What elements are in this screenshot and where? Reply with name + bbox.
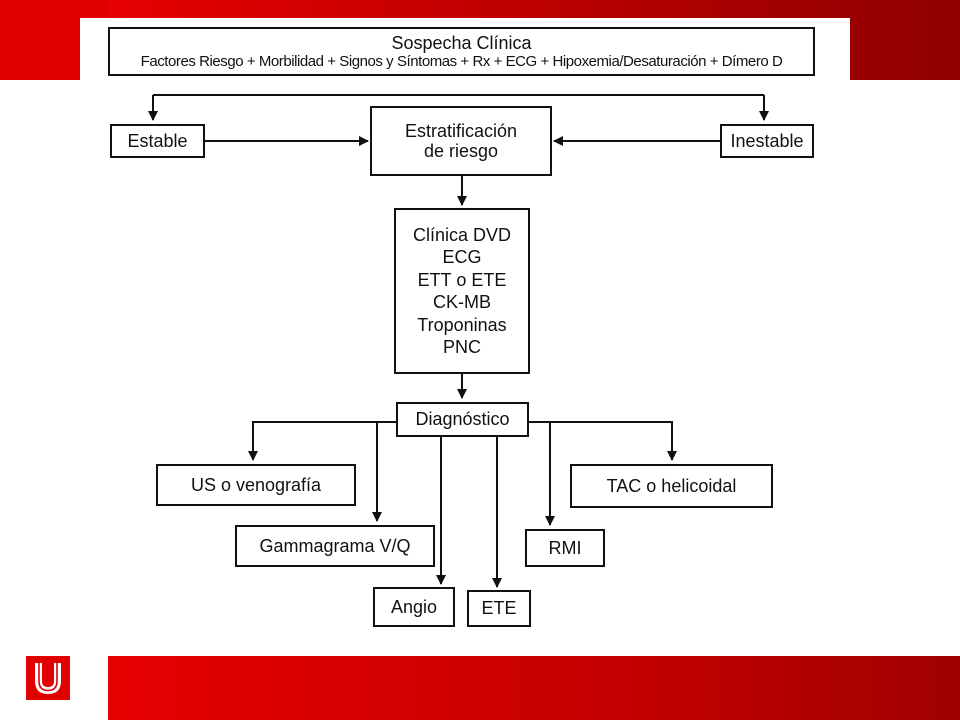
node-angio-label: Angio [390, 596, 438, 617]
node-estratificacion: Estratificación de riesgo [370, 106, 552, 176]
node-estratificacion-line1: Estratificación [404, 120, 518, 141]
title-line1: Sospecha Clínica [391, 32, 532, 53]
evaluacion-item: ECG [442, 247, 482, 267]
node-us: US o venografía [156, 464, 356, 506]
node-estable-label: Estable [127, 130, 188, 151]
evaluacion-item: PNC [442, 337, 481, 357]
node-ete: ETE [467, 590, 531, 627]
node-gammagrama-label: Gammagrama V/Q [259, 535, 411, 556]
title-box: Sospecha Clínica Factores Riesgo + Morbi… [108, 27, 815, 76]
title-line2: Factores Riesgo + Morbilidad + Signos y … [140, 52, 783, 70]
bottom-brand-band [108, 656, 960, 720]
node-angio: Angio [373, 587, 455, 627]
node-ete-label: ETE [481, 598, 517, 619]
evaluacion-item: Troponinas [417, 314, 507, 335]
node-estratificacion-line2: de riesgo [423, 141, 499, 161]
node-diagnostico-label: Diagnóstico [415, 409, 510, 430]
node-rmi: RMI [525, 529, 605, 567]
node-diagnostico: Diagnóstico [396, 402, 529, 437]
evaluacion-item: CK-MB [433, 292, 491, 312]
node-rmi-label: RMI [548, 537, 582, 558]
arrow-to-us [248, 421, 396, 461]
u-logo-icon [26, 656, 70, 700]
evaluacion-item: Clínica DVD [412, 224, 512, 245]
node-us-label: US o venografía [190, 474, 322, 495]
node-tac-label: TAC o helicoidal [606, 475, 737, 496]
evaluacion-item: ETT o ETE [417, 269, 507, 290]
node-inestable-label: Inestable [730, 130, 804, 151]
node-evaluacion: Clínica DVD ECG ETT o ETE CK-MB Troponin… [394, 208, 530, 374]
node-estable: Estable [110, 124, 205, 158]
node-tac: TAC o helicoidal [570, 464, 773, 508]
arrow-to-tac [529, 421, 677, 461]
node-gammagrama: Gammagrama V/Q [235, 525, 435, 567]
node-inestable: Inestable [720, 124, 814, 158]
